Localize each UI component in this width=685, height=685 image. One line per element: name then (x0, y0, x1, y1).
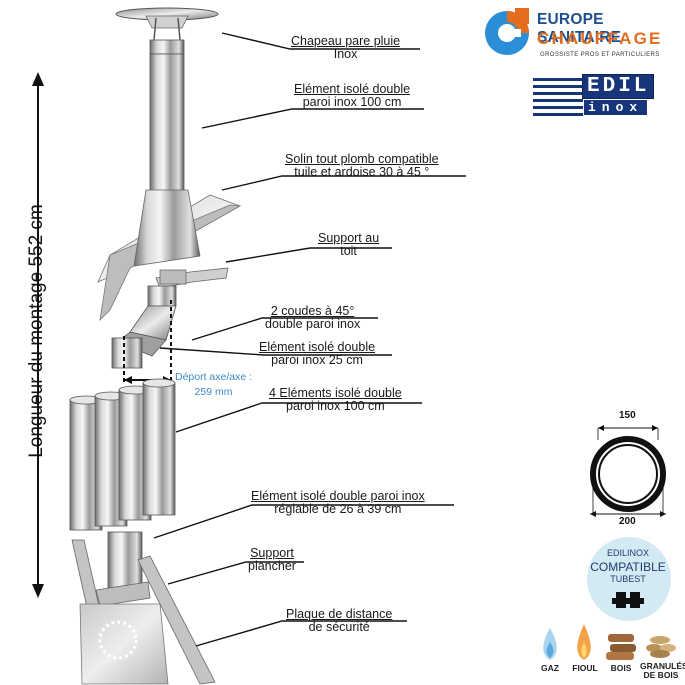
offset-label: Déport axe/axe : 259 mm (175, 371, 253, 398)
brand-name-line2: CHAUFFAGE (537, 29, 663, 48)
oil-drop-icon (577, 624, 591, 660)
fuel-label-fioul: FIOUL (572, 663, 598, 673)
four-pipes (69, 378, 176, 531)
fuel-label-bois: BOIS (610, 663, 632, 673)
badge-line1: EDILINOX (606, 548, 649, 558)
label-coudes: 2 coudes à 45°double paroi inox (265, 304, 361, 331)
brand-logo-icon (485, 8, 529, 55)
compatibility-badge (587, 537, 671, 621)
outer-diameter-label: 200 (619, 516, 636, 527)
top-pipe (149, 53, 185, 195)
roof-flashing (97, 189, 242, 322)
badge-line3: TUBEST (610, 574, 646, 584)
fuel-label-gaz: GAZ (541, 663, 559, 673)
brand-name-line1: EUROPE SANITAIRE (537, 11, 622, 46)
rain-cap (115, 7, 219, 55)
edil-stripes-icon (533, 78, 583, 116)
gas-flame-icon (543, 628, 557, 660)
safety-plate (79, 603, 169, 685)
edil-word: EDIL (582, 74, 655, 99)
adjustable-pipe (107, 531, 143, 591)
roof-support (155, 267, 229, 289)
elbows (111, 285, 177, 384)
wood-logs-icon (606, 634, 636, 660)
inner-diameter-label: 150 (619, 410, 636, 421)
height-arrow (32, 72, 44, 598)
total-height-label: Longueur du montage 552 cm (26, 204, 47, 458)
fuel-label-granules: GRANULÉS DE BOIS (640, 661, 685, 680)
brand-tagline: GROSSISTE PROS ET PARTICULIERS (540, 52, 660, 58)
floor-support (71, 539, 216, 685)
diameter-diagram (590, 425, 666, 517)
leader-lines (153, 32, 466, 647)
fuel-icons (543, 624, 676, 660)
wood-pellets-icon (646, 636, 676, 658)
inox-word: inox (584, 100, 648, 115)
badge-line2: COMPATIBLE (590, 560, 666, 574)
